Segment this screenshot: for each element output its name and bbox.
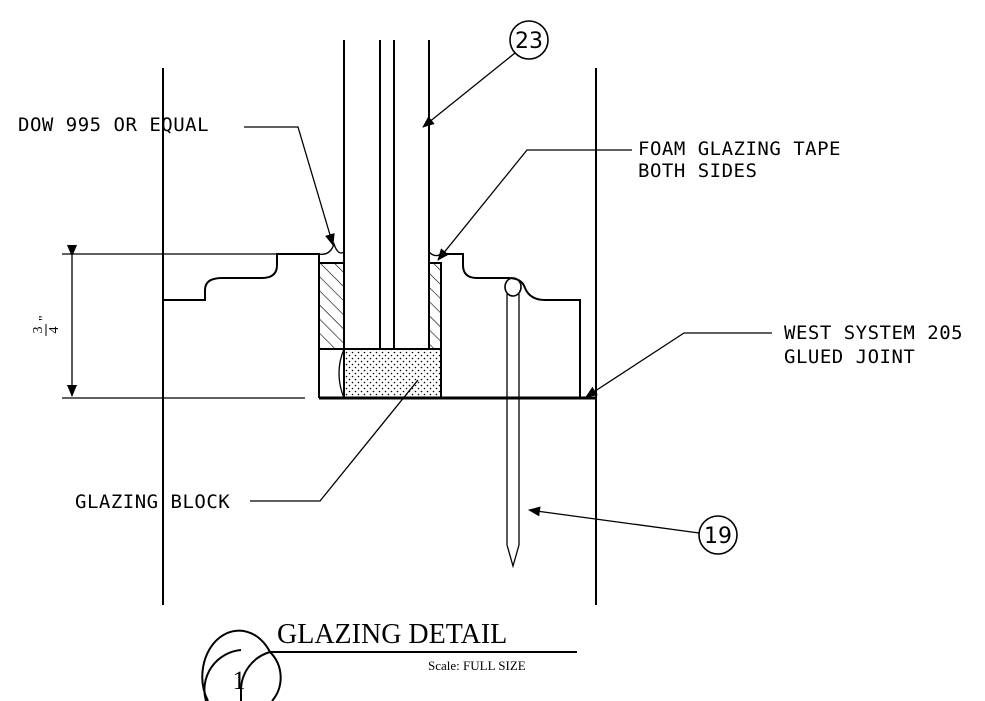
left-molding (163, 253, 320, 398)
right-molding (441, 253, 581, 398)
dow-label: DOW 995 OR EQUAL (18, 114, 209, 136)
glazing-block (343, 348, 442, 399)
foam-leader (437, 149, 632, 261)
detail-title: GLAZING DETAIL (277, 619, 507, 650)
dow-leader (244, 126, 335, 246)
sealant-bead (318, 241, 345, 255)
foam-label-line1: FOAM GLAZING TAPE (638, 138, 841, 160)
dimension-unit: " (37, 315, 52, 321)
left-foam-tape (318, 262, 345, 350)
dimension-label: 3 4 " (31, 315, 62, 336)
detail-number: 1 (233, 666, 246, 695)
glass-panes (343, 40, 430, 348)
detail-bubble (201, 629, 282, 701)
right-foam-tape (428, 262, 442, 350)
dimension-numerator: 3 (31, 327, 46, 334)
dimension-denominator: 4 (47, 327, 62, 334)
detail-scale: Scale: FULL SIZE (428, 658, 526, 673)
bubble-19 (698, 515, 738, 555)
west-leader (585, 332, 772, 398)
leader-19 (528, 506, 700, 534)
west-label-line2: GLUED JOINT (784, 346, 915, 368)
nail (504, 277, 522, 569)
bubble-23 (509, 20, 549, 60)
glazing-block-leader (250, 379, 419, 502)
leader-23 (422, 52, 516, 128)
sealant-bead-right (428, 251, 442, 257)
foam-label-line2: BOTH SIDES (638, 160, 757, 182)
glazing-block-edge (338, 348, 345, 399)
glazing-block-label: GLAZING BLOCK (75, 491, 230, 513)
bubble-19-number: 19 (704, 524, 732, 549)
west-label-line1: WEST SYSTEM 205 (784, 322, 963, 344)
bubble-23-number: 23 (515, 29, 543, 54)
title-block: 1 GLAZING DETAIL Scale: FULL SIZE (201, 619, 577, 701)
